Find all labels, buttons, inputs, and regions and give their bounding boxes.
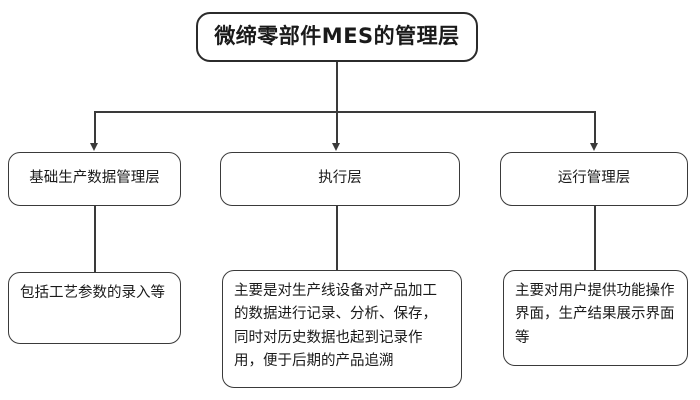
connector-drop-right (594, 111, 596, 144)
connector-root-trunk (336, 62, 338, 112)
node-root-label: 微缔零部件MES的管理层 (214, 24, 460, 49)
connector-link-right (594, 206, 596, 270)
node-layer-label-2: 运行管理层 (557, 170, 631, 187)
arrow-head-right-icon (590, 143, 598, 151)
node-layer-operation-management[interactable]: 运行管理层 (500, 152, 688, 206)
node-layer-label-0: 基础生产数据管理层 (29, 170, 160, 187)
arrow-head-left-icon (90, 143, 98, 151)
node-description-text-1: 主要是对生产线设备对产品加工的数据进行记录、分析、保存，同时对历史数据也起到记录… (234, 283, 437, 370)
node-layer-label-1: 执行层 (318, 170, 362, 187)
node-description-basic-production-data[interactable]: 包括工艺参数的录入等 (8, 272, 181, 344)
connector-distribution-bar (94, 111, 595, 113)
node-root-management-layer[interactable]: 微缔零部件MES的管理层 (196, 12, 478, 62)
node-description-operation-management[interactable]: 主要对用户提供功能操作界面，生产结果展示界面等 (503, 270, 688, 366)
connector-link-middle (336, 206, 338, 270)
arrow-head-middle-icon (332, 143, 340, 151)
node-layer-execution[interactable]: 执行层 (220, 152, 460, 206)
node-description-execution[interactable]: 主要是对生产线设备对产品加工的数据进行记录、分析、保存，同时对历史数据也起到记录… (222, 270, 462, 388)
connector-drop-middle (336, 111, 338, 144)
connector-drop-left (94, 111, 96, 144)
node-layer-basic-production-data[interactable]: 基础生产数据管理层 (8, 152, 181, 206)
node-description-text-0: 包括工艺参数的录入等 (20, 285, 165, 301)
connector-link-left (94, 206, 96, 272)
node-description-text-2: 主要对用户提供功能操作界面，生产结果展示界面等 (515, 283, 675, 346)
